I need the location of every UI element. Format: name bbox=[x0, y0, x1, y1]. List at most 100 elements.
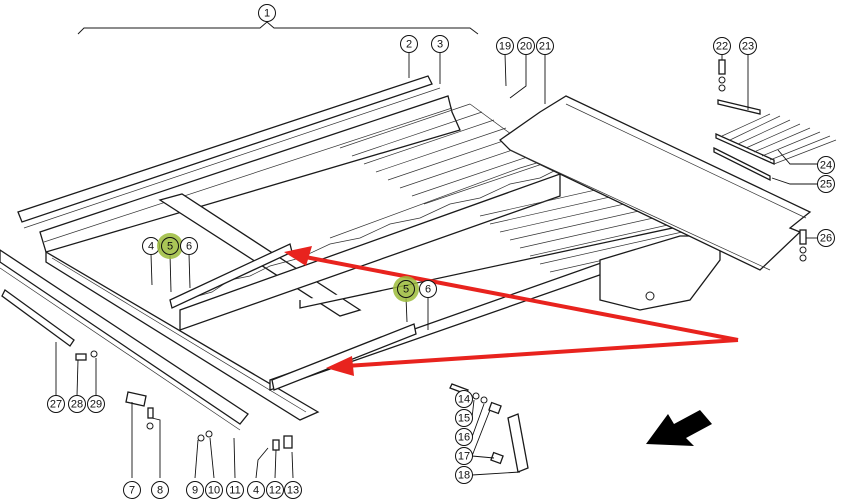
callout-9: 9 bbox=[186, 481, 204, 499]
callout-label: 2 bbox=[406, 39, 412, 51]
callout-8: 8 bbox=[151, 481, 169, 499]
callout-label: 28 bbox=[71, 399, 83, 411]
callout-label: 16 bbox=[458, 432, 470, 444]
callout-label: 6 bbox=[425, 284, 431, 296]
callout-circle bbox=[455, 466, 473, 484]
callout-15: 15 bbox=[455, 409, 473, 427]
callout-label: 4 bbox=[253, 485, 259, 497]
callout-25: 25 bbox=[817, 175, 835, 193]
callout-circle bbox=[817, 229, 835, 247]
callout-18: 18 bbox=[455, 466, 473, 484]
callout-label: 10 bbox=[208, 485, 220, 497]
red-arrow-lower bbox=[345, 338, 739, 368]
callout-circle bbox=[47, 395, 65, 413]
hardware-small-parts bbox=[75, 350, 293, 451]
callout-28: 28 bbox=[68, 395, 86, 413]
callout-label: 11 bbox=[229, 485, 240, 497]
callout-circle bbox=[455, 428, 473, 446]
callout-7: 7 bbox=[123, 481, 141, 499]
callout-label: 29 bbox=[90, 399, 102, 411]
callout-17: 17 bbox=[455, 447, 473, 465]
callout-circle bbox=[151, 481, 169, 499]
callout-label: 26 bbox=[820, 233, 832, 245]
callout-circle bbox=[161, 237, 179, 255]
callout-highlight bbox=[393, 276, 419, 302]
callout-circle bbox=[817, 156, 835, 174]
callout-label: 3 bbox=[437, 39, 443, 51]
grain-pan bbox=[498, 95, 812, 271]
callout-29: 29 bbox=[87, 395, 105, 413]
callout-26: 26 bbox=[817, 229, 835, 247]
main-frame bbox=[0, 75, 721, 431]
callout-label: 7 bbox=[129, 485, 135, 497]
callout-27: 27 bbox=[47, 395, 65, 413]
callout-4: 4 bbox=[247, 481, 265, 499]
callout-label: 12 bbox=[269, 485, 281, 497]
callout-circle bbox=[419, 280, 437, 298]
callout-3: 3 bbox=[431, 35, 449, 53]
callout-20: 20 bbox=[517, 37, 535, 55]
callout-label: 17 bbox=[458, 451, 470, 463]
callout-12: 12 bbox=[266, 481, 284, 499]
callout-circle bbox=[87, 395, 105, 413]
callout-circle bbox=[180, 237, 198, 255]
callout-label: 23 bbox=[742, 41, 754, 53]
callout-label: 21 bbox=[539, 41, 551, 53]
assembly-bracket bbox=[77, 21, 479, 35]
callout-circle bbox=[205, 481, 223, 499]
callout-circle bbox=[739, 37, 757, 55]
bolt-26 bbox=[799, 229, 807, 262]
callout-label: 27 bbox=[50, 399, 62, 411]
callout-circle bbox=[536, 37, 554, 55]
part-5-strip-lower bbox=[271, 323, 417, 391]
callout-label: 15 bbox=[458, 413, 470, 425]
callout-22: 22 bbox=[713, 37, 731, 55]
callout-23: 23 bbox=[739, 37, 757, 55]
callout-circle bbox=[817, 175, 835, 193]
callout-6: 6 bbox=[419, 280, 437, 298]
callout-circle bbox=[68, 395, 86, 413]
callout-19: 19 bbox=[496, 37, 514, 55]
callout-label: 8 bbox=[157, 485, 163, 497]
callout-label: 5 bbox=[403, 284, 409, 296]
callout-highlight bbox=[157, 233, 183, 259]
red-arrow-lower-head bbox=[326, 356, 354, 376]
callout-10: 10 bbox=[205, 481, 223, 499]
callout-leaders bbox=[55, 52, 818, 479]
callout-label: 1 bbox=[264, 8, 270, 20]
callout-1: 1 bbox=[258, 4, 276, 22]
callout-16: 16 bbox=[455, 428, 473, 446]
callout-circle bbox=[258, 4, 276, 22]
callout-label: 22 bbox=[716, 41, 728, 53]
callout-21: 21 bbox=[536, 37, 554, 55]
callout-label: 5 bbox=[167, 241, 173, 253]
callout-circle bbox=[266, 481, 284, 499]
callout-circle bbox=[123, 481, 141, 499]
callout-label: 4 bbox=[148, 241, 154, 253]
callout-label: 25 bbox=[820, 179, 832, 191]
callout-circle bbox=[247, 481, 265, 499]
callout-13: 13 bbox=[284, 481, 302, 499]
callout-circle bbox=[713, 37, 731, 55]
callout-5: 5 bbox=[157, 233, 183, 259]
callout-circle bbox=[496, 37, 514, 55]
callout-14: 14 bbox=[455, 390, 473, 408]
callout-5: 5 bbox=[393, 276, 419, 302]
red-pointer-arrows bbox=[284, 246, 739, 376]
comb-assembly bbox=[713, 59, 837, 182]
callout-11: 11 bbox=[226, 481, 244, 499]
callout-circle bbox=[186, 481, 204, 499]
callout-label: 9 bbox=[192, 485, 198, 497]
callout-4: 4 bbox=[142, 237, 160, 255]
callout-24: 24 bbox=[817, 156, 835, 174]
direction-arrow bbox=[646, 410, 712, 446]
callout-circle bbox=[431, 35, 449, 53]
callout-2: 2 bbox=[400, 35, 418, 53]
callout-label: 18 bbox=[458, 470, 470, 482]
callout-circle bbox=[517, 37, 535, 55]
callout-label: 20 bbox=[520, 41, 532, 53]
seal-strip bbox=[17, 75, 433, 223]
callout-circle bbox=[455, 390, 473, 408]
